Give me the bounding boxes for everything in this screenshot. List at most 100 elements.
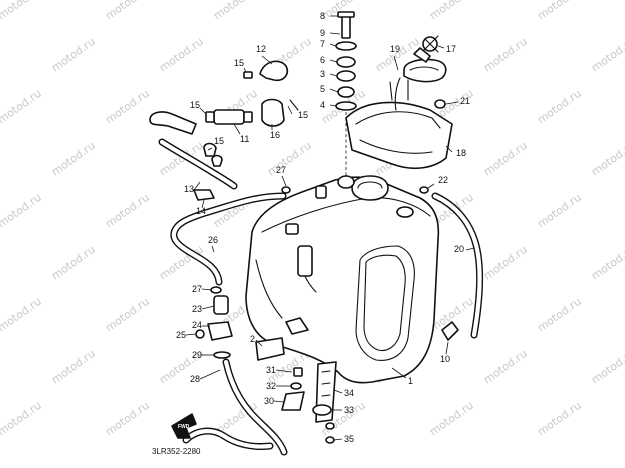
callout-number: 15: [298, 110, 308, 120]
leader-line: [201, 199, 205, 209]
callout-number: 29: [192, 350, 202, 360]
watermark-text: motod.ru: [589, 347, 625, 387]
leader-line: [211, 245, 215, 253]
forward-arrow: FWD: [171, 413, 197, 439]
fuel-hose-26: [170, 192, 287, 286]
leader-line: [465, 247, 475, 251]
callout-number: 15: [214, 136, 224, 146]
watermark-text: motod.ru: [0, 0, 44, 22]
fuel-filter-assembly: [149, 60, 299, 201]
callout-number: 11: [240, 134, 249, 144]
callout-number: 27: [192, 284, 202, 294]
leader-line: [333, 438, 343, 441]
leader-line: [333, 389, 343, 394]
leader-line: [445, 341, 449, 355]
leader-line: [329, 104, 337, 107]
leader-line: [201, 305, 215, 310]
callout-number: 5: [320, 84, 325, 94]
leader-line: [329, 32, 341, 35]
watermark-text: motod.ru: [481, 347, 530, 387]
watermark-text: motod.ru: [481, 243, 530, 283]
watermark-text: motod.ru: [535, 399, 584, 439]
watermark-text: motod.ru: [535, 295, 584, 335]
leader-line: [185, 333, 197, 336]
watermark-text: motod.ru: [427, 399, 476, 439]
leader-line: [391, 367, 407, 379]
diagram-code: 3LR352-2280: [152, 447, 201, 456]
watermark-text: motod.ru: [49, 35, 98, 75]
callout-number: 12: [256, 44, 266, 54]
watermark-text: motod.ru: [49, 139, 98, 179]
fuel-tank: [245, 175, 459, 384]
watermark-text: motod.ru: [103, 0, 152, 22]
leader-line: [243, 67, 247, 73]
watermark-text: motod.ru: [49, 347, 98, 387]
watermark-text: motod.ru: [103, 191, 152, 231]
fuel-hose-13: [158, 138, 238, 190]
callout-number: 30: [264, 396, 274, 406]
callout-number: 6: [320, 55, 325, 65]
watermark-text: motod.ru: [589, 139, 625, 179]
callout-number: 15: [234, 58, 244, 68]
watermark-text: motod.ru: [535, 0, 584, 22]
watermark-text: motod.ru: [0, 87, 44, 127]
callout-number: 2: [250, 334, 255, 344]
watermark-text: motod.ru: [0, 191, 44, 231]
leader-line: [445, 101, 459, 105]
leader-line: [445, 145, 453, 153]
breather-hose-20: [431, 192, 484, 339]
watermark-text: motod.ru: [589, 35, 625, 75]
callout-number: 32: [266, 381, 276, 391]
watermark-text: motod.ru: [535, 87, 584, 127]
callout-number: 26: [208, 235, 218, 245]
callout-number: 23: [192, 304, 202, 314]
watermark-text: motod.ru: [0, 399, 44, 439]
leader-line: [393, 55, 399, 71]
leader-line: [427, 183, 435, 189]
leader-line: [201, 288, 213, 291]
watermark-text: motod.ru: [481, 35, 530, 75]
callout-number: 15: [190, 100, 200, 110]
leader-line: [281, 175, 287, 187]
watermark-text: motod.ru: [103, 399, 152, 439]
watermark-text: motod.ru: [103, 87, 152, 127]
watermark-text: motod.ru: [0, 295, 44, 335]
callout-number: 20: [454, 244, 464, 254]
watermark-text: motod.ru: [157, 35, 206, 75]
tank-cap-assembly: [403, 35, 447, 83]
leader-line: [329, 88, 339, 93]
callout-number: 16: [270, 130, 280, 140]
drain-hose-28: [182, 358, 288, 456]
watermark-text: motod.ru: [589, 243, 625, 283]
watermark-text: motod.ru: [427, 0, 476, 22]
leader-line: [273, 400, 285, 403]
callout-number: 33: [344, 405, 354, 415]
leader-line: [275, 369, 293, 373]
watermark-text: motod.ru: [535, 191, 584, 231]
watermark-text: motod.ru: [103, 295, 152, 335]
leader-line: [261, 55, 273, 65]
callout-number: 8: [320, 11, 325, 21]
fwd-label: FWD: [178, 424, 190, 430]
leader-line: [199, 369, 221, 380]
callout-number: 4: [320, 100, 325, 110]
watermark-text: motod.ru: [265, 139, 314, 179]
callout-number: 31: [266, 365, 276, 375]
leader-line: [329, 73, 338, 77]
left-small-parts: [195, 295, 285, 361]
callout-number: 3: [320, 69, 325, 79]
callout-number: 10: [440, 354, 450, 364]
callout-number: 24: [192, 320, 202, 330]
fuel-cock-assembly: [281, 361, 337, 444]
callout-number: 17: [446, 44, 456, 54]
callout-number: 21: [460, 96, 470, 106]
leader-line: [255, 339, 263, 347]
callout-number: 14: [196, 206, 206, 216]
leader-line: [233, 123, 241, 135]
callout-number: 34: [344, 388, 354, 398]
callout-layer: 1234567891011121314151515151617181920212…: [176, 11, 475, 444]
callout-number: 27: [276, 165, 286, 175]
leader-line: [207, 147, 213, 151]
